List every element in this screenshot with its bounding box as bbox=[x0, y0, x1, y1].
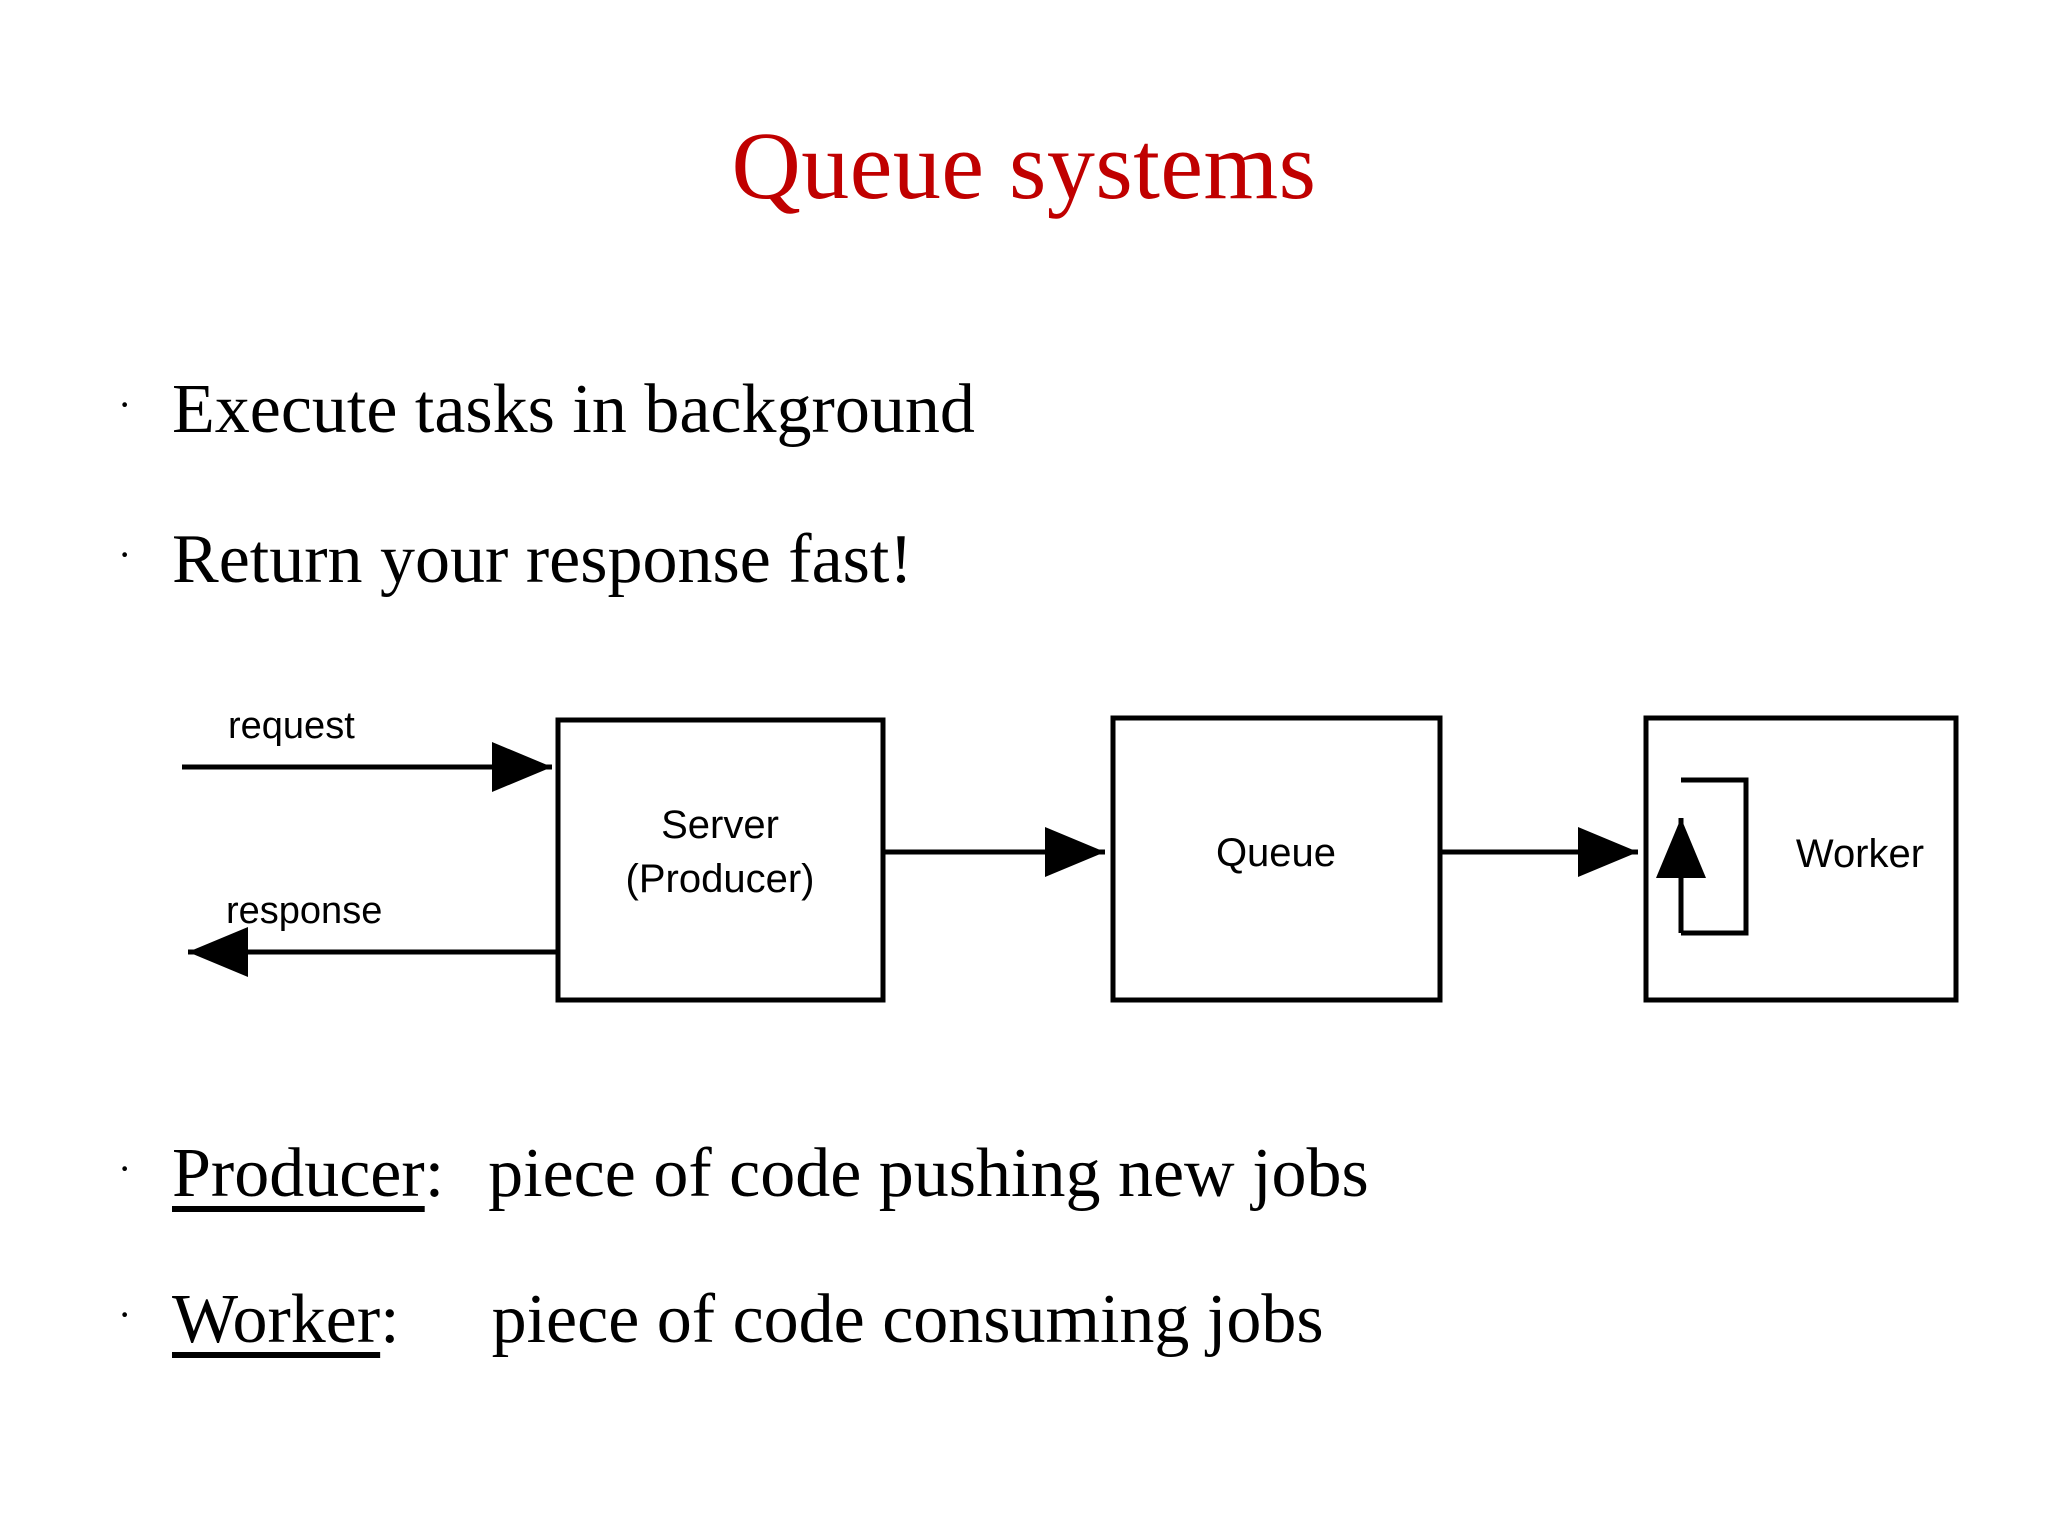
worker-colon: : bbox=[380, 1281, 400, 1358]
bullet-label: Return your response fast! bbox=[172, 521, 913, 598]
worker-loop-path bbox=[1681, 777, 1749, 936]
worker-definition-text: piece of code consuming jobs bbox=[491, 1281, 1324, 1358]
queue-box-label: Queue bbox=[1216, 831, 1336, 875]
worker-term: Worker bbox=[172, 1281, 381, 1358]
bullet-dot-icon: · bbox=[118, 532, 132, 577]
queue-architecture-diagram: request response Server (Producer) Queue… bbox=[120, 690, 2000, 1040]
bullet-label: Execute tasks in background bbox=[172, 371, 975, 448]
bullet-item-producer-definition: · Producer: piece of code pushing new job… bbox=[118, 1137, 1369, 1211]
queue-box bbox=[1110, 715, 1443, 1003]
bullet-item-execute-tasks: · Execute tasks in background bbox=[118, 373, 975, 447]
bullet-dot-icon: · bbox=[118, 382, 132, 427]
server-producer-box bbox=[555, 717, 886, 1003]
bullet-item-worker-definition: · Worker: piece of code consuming jobs bbox=[118, 1283, 1324, 1357]
server-box-label-line2: (Producer) bbox=[626, 857, 815, 901]
bullet-item-return-response: · Return your response fast! bbox=[118, 523, 913, 597]
bullet-dot-icon: · bbox=[118, 1292, 132, 1337]
response-arrow-label: response bbox=[226, 890, 382, 932]
worker-box-label: Worker bbox=[1796, 832, 1924, 876]
server-box-label-line1: Server bbox=[661, 803, 779, 847]
page-title: Queue systems bbox=[731, 112, 1317, 219]
bullet-dot-icon: · bbox=[118, 1146, 132, 1191]
producer-term: Producer bbox=[172, 1135, 425, 1212]
worker-definition-line: Worker: piece of code consuming jobs bbox=[172, 1283, 1324, 1357]
producer-definition-text: piece of code pushing new jobs bbox=[488, 1135, 1369, 1212]
producer-definition-line: Producer: piece of code pushing new jobs bbox=[172, 1137, 1369, 1211]
producer-colon: : bbox=[424, 1135, 445, 1212]
request-arrow-label: request bbox=[228, 705, 355, 747]
